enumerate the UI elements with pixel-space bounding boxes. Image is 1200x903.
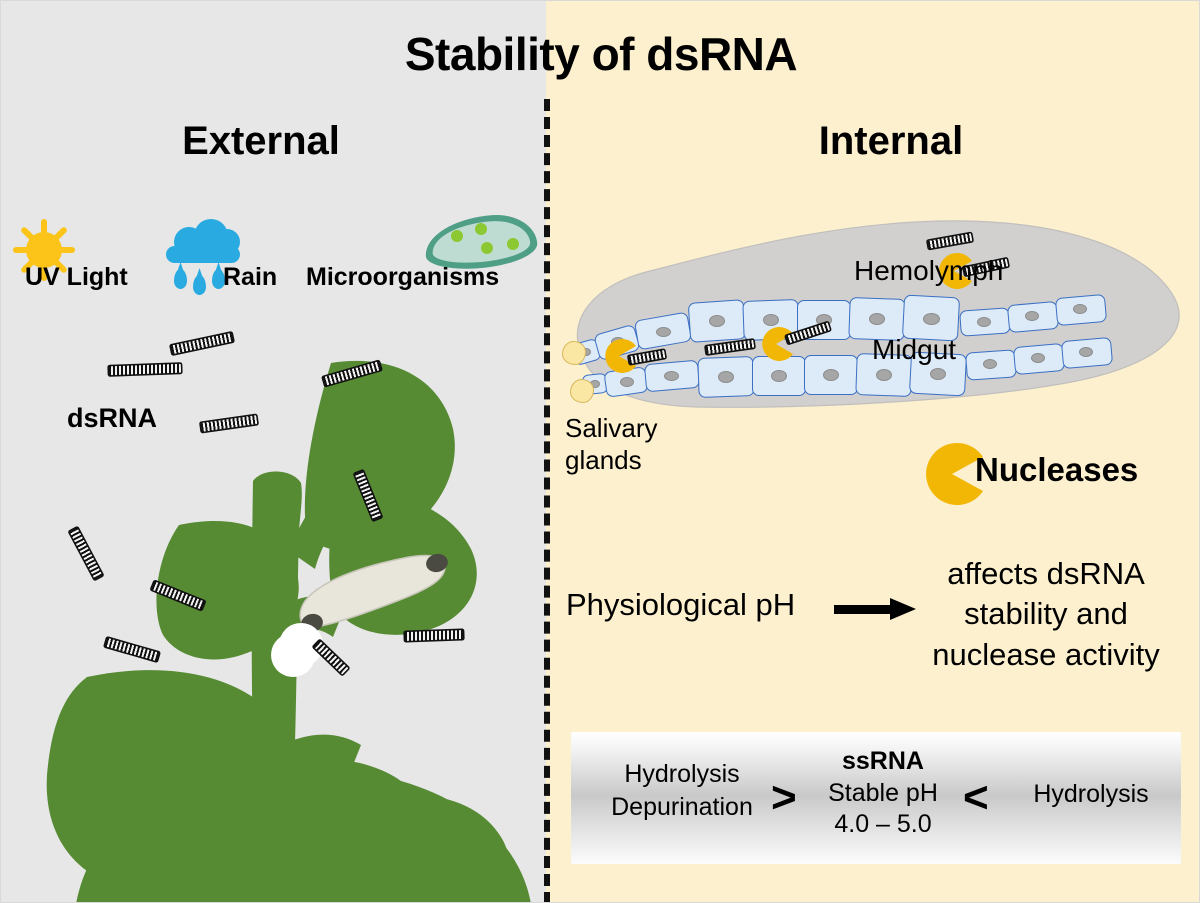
- raindrop-icon: [193, 275, 206, 295]
- plant-illustration: [1, 301, 546, 902]
- cell-nucleus: [656, 327, 671, 337]
- uv-light-label: UV Light: [25, 263, 128, 291]
- cell-nucleus: [983, 359, 997, 369]
- raindrop-icon: [212, 269, 225, 289]
- salivary-glands-label: Salivary glands: [565, 413, 657, 476]
- cell-nucleus: [718, 371, 734, 383]
- ph-effect-line1: affects dsRNA: [947, 556, 1145, 591]
- cell-nucleus: [869, 313, 885, 325]
- pacman-nuclease-icon: [926, 443, 983, 505]
- salivary-glands-line1: Salivary: [565, 413, 658, 443]
- salivary-gland-icon: [562, 341, 586, 365]
- nucleases-label: Nucleases: [975, 451, 1139, 488]
- cell-nucleus: [977, 317, 991, 327]
- ph-effect-text: affects dsRNA stability and nuclease act…: [901, 554, 1191, 675]
- ssrna-box-center-text: ssRNA Stable pH 4.0 – 5.0: [803, 746, 963, 841]
- ssrna-stability-box: Hydrolysis Depurination > ssRNA Stable p…: [571, 732, 1181, 864]
- pacman-nuclease-icon: [605, 339, 636, 373]
- cell-nucleus: [923, 313, 940, 325]
- ph-effect-line2: stability and: [964, 596, 1128, 632]
- cell-nucleus: [1079, 347, 1093, 357]
- physiological-ph-label: Physiological pH: [566, 587, 796, 622]
- external-heading: External: [182, 119, 340, 163]
- internal-heading: Internal: [818, 119, 964, 163]
- ssrna-box-right-text: Hydrolysis: [1033, 780, 1149, 808]
- right-arrow-icon: [834, 598, 918, 620]
- microorganisms-label: Microorganisms: [306, 263, 500, 291]
- cell-nucleus: [1073, 304, 1087, 314]
- caterpillar-icon: [271, 553, 448, 677]
- rain-cloud-icon: [164, 219, 242, 263]
- ssrna-center-line2: Stable pH: [828, 778, 938, 807]
- cell-nucleus: [930, 368, 946, 380]
- pacman-nuclease-icon: [939, 253, 972, 289]
- raindrop-icon: [174, 269, 187, 289]
- cell-nucleus: [620, 377, 634, 387]
- ph-effect-line3: nuclease activity: [932, 636, 1160, 672]
- figure-title: Stability of dsRNA: [404, 28, 798, 80]
- cell-nucleus: [664, 371, 679, 381]
- cell-nucleus: [1031, 353, 1045, 363]
- sun-icon: [7, 213, 81, 287]
- cell-nucleus: [876, 369, 892, 381]
- panel-divider: [544, 99, 550, 902]
- microorganism-icon: [423, 212, 539, 272]
- ssrna-left-line2: Depurination: [611, 792, 753, 821]
- dsrna-label: dsRNA: [67, 403, 158, 433]
- insect-anatomy-illustration: [546, 201, 1199, 461]
- hemolymph-label: Hemolymph: [854, 255, 1004, 286]
- less-than-icon: <: [963, 773, 989, 822]
- pacman-nuclease-icon: [762, 327, 793, 361]
- ssrna-box-left-text: Hydrolysis Depurination: [587, 758, 777, 823]
- cell-nucleus: [823, 369, 839, 381]
- plant-svg: [46, 360, 531, 902]
- ssrna-center-line1: ssRNA: [842, 747, 924, 775]
- salivary-gland-icon: [570, 379, 594, 403]
- cell-nucleus: [771, 370, 787, 382]
- ssrna-center-line3: 4.0 – 5.0: [834, 810, 932, 838]
- cell-nucleus: [709, 315, 725, 327]
- cell-nucleus: [763, 314, 779, 326]
- cell-nucleus: [1025, 311, 1039, 321]
- greater-than-icon: >: [771, 773, 797, 822]
- salivary-glands-line2: glands: [565, 444, 642, 475]
- midgut-label: Midgut: [872, 334, 957, 365]
- rain-label: Rain: [223, 263, 278, 291]
- ssrna-left-line1: Hydrolysis: [624, 760, 740, 788]
